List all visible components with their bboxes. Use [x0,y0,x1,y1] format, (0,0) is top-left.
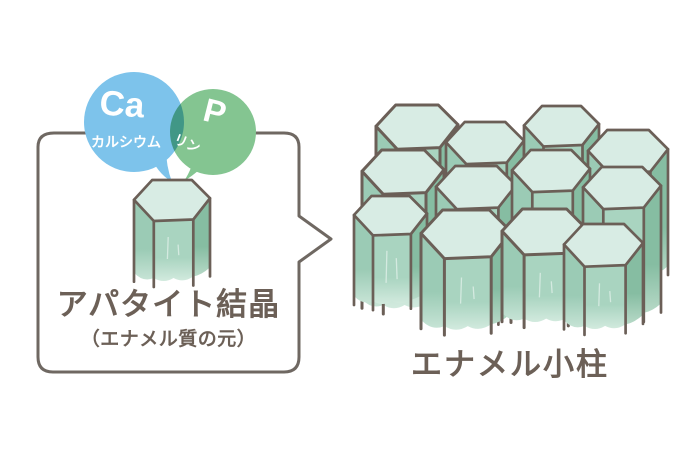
apatite-crystal-illustration [132,178,212,289]
enamel-rods-label: エナメル小柱 [411,347,609,382]
apatite-title: アパタイト結晶 [56,287,281,322]
hex-prism [562,222,645,337]
hex-prism [419,208,513,337]
calcium-label: カルシウム [91,134,161,150]
hex-prism [132,178,212,289]
enamel-rods-illustration [352,103,670,337]
hex-prism [352,194,429,312]
calcium-symbol: Ca [98,83,146,126]
apatite-subtitle: （エナメル質の元） [80,329,257,350]
